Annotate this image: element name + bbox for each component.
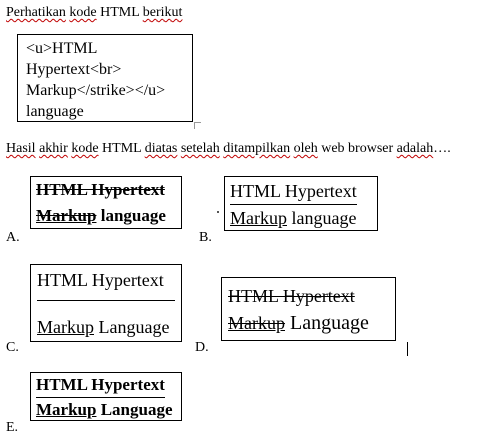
table-resize-handle[interactable] bbox=[194, 122, 201, 129]
option-b-box: HTML Hypertext Markup language bbox=[224, 176, 378, 231]
option-d-line1: HTML Hypertext bbox=[228, 286, 355, 306]
q-word: adalah bbox=[396, 141, 434, 156]
option-a-letter: A. bbox=[6, 230, 20, 245]
q-word: …. bbox=[433, 141, 451, 156]
option-c-letter: C. bbox=[6, 340, 19, 355]
option-c-word-language: Language bbox=[94, 317, 170, 337]
question-text: Hasil akhir kode HTML diatas setelah dit… bbox=[6, 140, 451, 158]
stray-mark bbox=[217, 211, 219, 213]
option-c-box: HTML Hypertext Markup Language bbox=[30, 264, 182, 342]
option-e-letter: E. bbox=[6, 420, 19, 435]
option-b-letter: B. bbox=[199, 230, 212, 245]
q-word: Hasil bbox=[6, 141, 36, 156]
q-word: kode bbox=[71, 141, 99, 156]
option-a-word-language: language bbox=[96, 206, 166, 225]
intro-word: HTML bbox=[96, 5, 143, 20]
q-word: oleh bbox=[293, 141, 318, 156]
option-d-word-language: Language bbox=[285, 312, 369, 334]
q-word: akhir bbox=[39, 141, 68, 156]
code-line: Markup</strike></u> bbox=[26, 82, 166, 99]
code-line: language bbox=[26, 103, 84, 120]
q-word: web browser bbox=[317, 141, 397, 156]
option-b-line1: HTML Hypertext bbox=[230, 180, 357, 205]
option-e-word-markup: Markup bbox=[36, 400, 97, 419]
option-d-box: HTML Hypertext Markup Language bbox=[221, 277, 396, 341]
q-word: diatas bbox=[144, 141, 178, 156]
code-box: <u>HTML Hypertext<br> Markup</strike></u… bbox=[17, 34, 193, 122]
option-a-line1: HTML Hypertext bbox=[36, 180, 165, 199]
intro-word: Perhatikan bbox=[6, 5, 66, 20]
option-c-divider bbox=[37, 300, 175, 301]
intro-word: berikut bbox=[142, 5, 183, 20]
option-b-word-language: language bbox=[287, 208, 357, 228]
q-word: ditampilkan bbox=[223, 141, 291, 156]
option-e-line1: HTML Hypertext bbox=[36, 374, 165, 398]
option-c-word-markup: Markup bbox=[37, 317, 94, 337]
text-cursor bbox=[407, 342, 408, 356]
option-d-letter: D. bbox=[195, 340, 209, 355]
code-line: Hypertext<br> bbox=[26, 61, 122, 78]
code-line: <u>HTML bbox=[26, 40, 98, 57]
q-word: setelah bbox=[180, 141, 220, 156]
option-a-box: HTML Hypertext Markup language bbox=[30, 176, 182, 229]
option-e-box: HTML Hypertext Markup Language bbox=[30, 372, 182, 421]
question-intro: Perhatikan kode HTML berikut bbox=[6, 4, 182, 22]
option-b-word-markup: Markup bbox=[230, 208, 287, 228]
option-a-word-markup: Markup bbox=[36, 206, 97, 225]
option-e-word-language: Language bbox=[96, 400, 173, 419]
q-word: HTML bbox=[98, 141, 145, 156]
option-c-line1: HTML Hypertext bbox=[37, 270, 164, 290]
intro-word: kode bbox=[69, 5, 97, 20]
option-d-word-markup: Markup bbox=[228, 313, 285, 333]
